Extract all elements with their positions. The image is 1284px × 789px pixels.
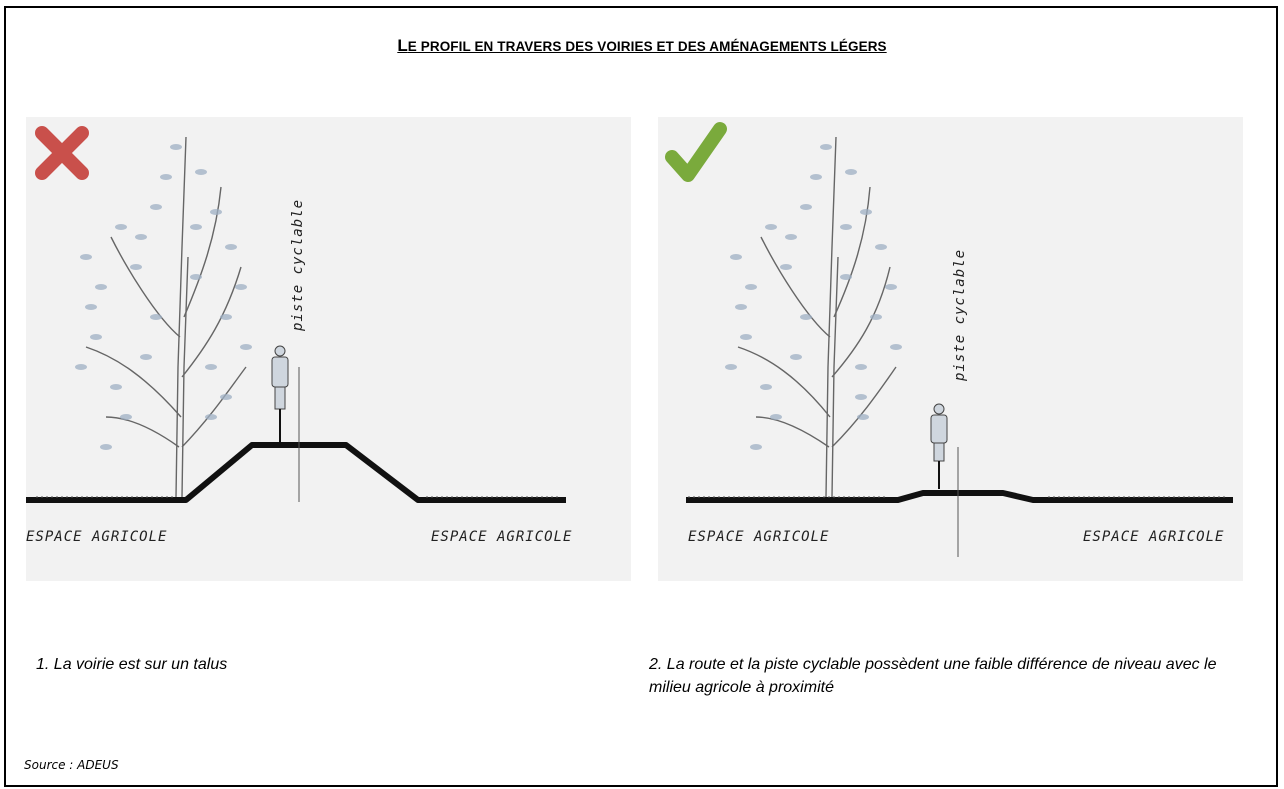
- left-ground-label: ESPACE AGRICOLE: [26, 529, 168, 545]
- checkmark-icon: [665, 122, 727, 182]
- page-frame: [4, 6, 1278, 787]
- page-title: LE PROFIL EN TRAVERS DES VOIRIES ET DES …: [397, 36, 887, 55]
- tree-leaves: [75, 144, 252, 450]
- tree-sketch: [85, 136, 247, 498]
- cyclist-sketch: [271, 345, 289, 442]
- flat-sketch: [665, 122, 1233, 557]
- cross-icon: [35, 126, 89, 180]
- ground-profile: [26, 442, 566, 503]
- vertical-label-bike-lane-2: piste cyclable: [952, 248, 969, 382]
- caption-2: 2. La route et la piste cyclable possède…: [649, 656, 1217, 696]
- vertical-label-bike-lane: piste cyclable: [290, 198, 307, 332]
- source-note: Source : ADEUS: [24, 758, 119, 772]
- embankment-sketch: [26, 126, 566, 503]
- right-ground-label-2: ESPACE AGRICOLE: [1083, 529, 1225, 545]
- left-ground-label-2: ESPACE AGRICOLE: [688, 529, 830, 545]
- right-ground-label: ESPACE AGRICOLE: [431, 529, 573, 545]
- illustration-flat: piste cyclable ESPACE AGRICOLE ESPACE AG…: [658, 117, 1243, 581]
- caption-1: 1. La voirie est sur un talus: [36, 656, 228, 673]
- illustration-embankment: piste cyclable ESPACE AGRICOLE ESPACE AG…: [26, 117, 631, 581]
